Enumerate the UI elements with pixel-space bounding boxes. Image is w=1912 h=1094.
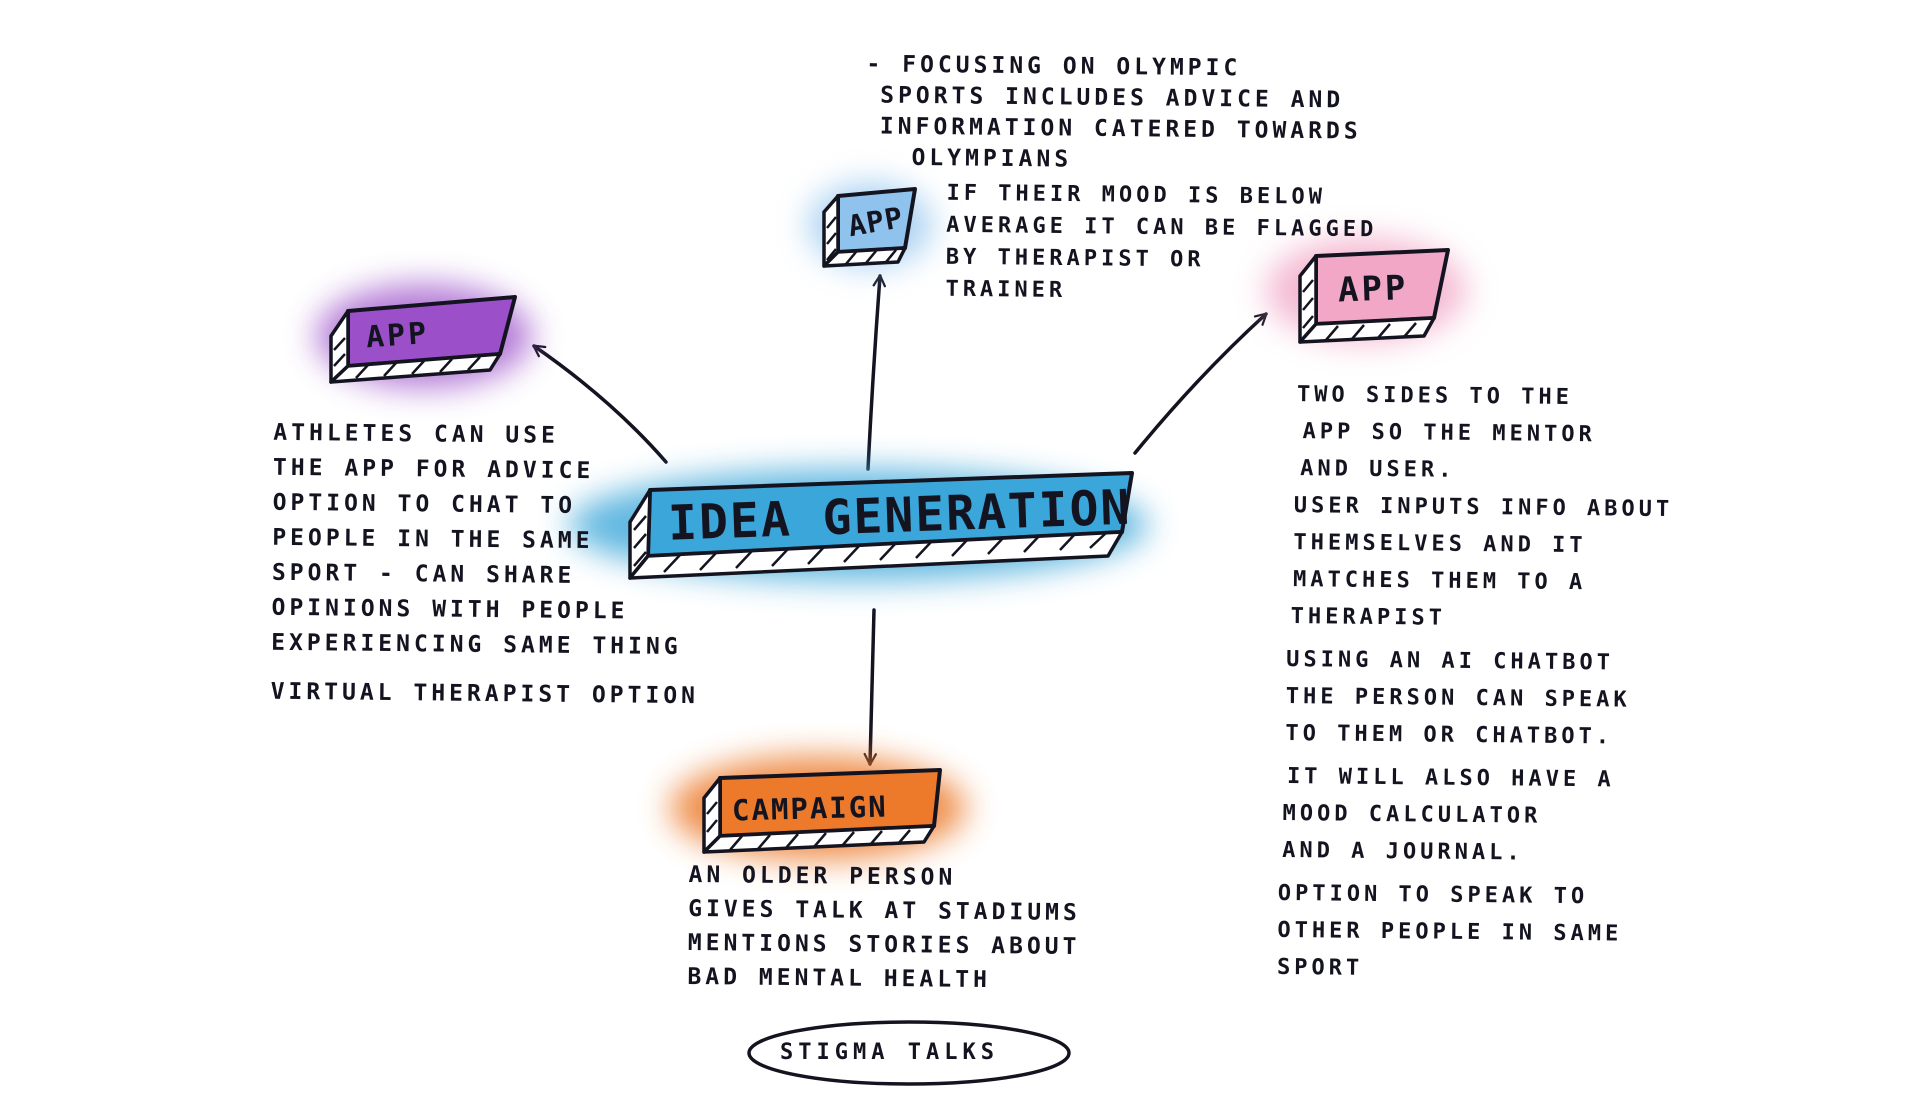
note-line: VIRTUAL THERAPIST OPTION [270,678,700,710]
note-line: SPORTS INCLUDES ADVICE AND [880,82,1345,114]
note-line: AND A JOURNAL. [1282,837,1524,866]
note-line: OLYMPIANS [911,144,1073,173]
note-line: THEMSELVES AND IT [1293,530,1587,559]
note-left: ATHLETES CAN USE THE APP FOR ADVICE OPTI… [270,416,701,714]
note-line: SPORT [1276,954,1364,981]
note-line: USER INPUTS INFO ABOUT [1293,493,1674,523]
note-line: THE PERSON CAN SPEAK [1285,684,1631,713]
note-line: OPTION TO CHAT TO [272,489,577,519]
note-line: TO THEM OR CHATBOT. [1285,721,1614,750]
note-line: BY THERAPIST OR [945,244,1205,273]
note-line: APP SO THE MENTOR [1302,419,1596,448]
stigma-talks-ellipse [747,1020,1071,1086]
note-line: IF THEIR MOOD IS BELOW [946,180,1327,210]
note-line: AVERAGE IT CAN BE FLAGGED [946,212,1378,243]
note-line: GIVES TALK AT STADIUMS [688,895,1081,927]
app-top-node: APP [808,183,932,268]
note-line: AND USER. [1300,456,1456,483]
note-top-b: IF THEIR MOOD IS BELOW AVERAGE IT CAN BE… [945,178,1377,311]
app-right-box-bottom [1298,316,1436,344]
connector-to-app-top [866,274,886,471]
stigma-talks-label: STIGMA TALKS [780,1040,999,1065]
app-left-box-bottom [329,352,502,384]
center-hatching [633,515,1107,573]
note-line: MOOD CALCULATOR [1282,800,1542,829]
note-line: SPORT - CAN SHARE [271,559,576,589]
note-top-a: - FOCUSING ON OLYMPIC SPORTS INCLUDES AD… [865,49,1362,178]
connector-to-app-right [1133,312,1268,455]
campaign-node: CAMPAIGN [670,756,966,860]
note-line: BAD MENTAL HEALTH [687,963,992,994]
note-line: PEOPLE IN THE SAME [272,524,594,555]
app-right-label: APP [1337,268,1409,310]
connector-to-campaign [863,608,877,766]
note-line: OPTION TO SPEAK TO [1277,880,1589,910]
note-line: AN OLDER PERSON [688,861,957,891]
note-line: MENTIONS STORIES ABOUT [687,929,1081,961]
center-node: IDEA GENERATION [568,469,1148,581]
note-line: - FOCUSING ON OLYMPIC [866,51,1242,82]
app-right-hatching [1302,279,1417,341]
connector-to-app-left [532,344,668,464]
note-line: OTHER PEOPLE IN SAME [1277,917,1623,947]
app-top-hatching [826,216,897,265]
app-left-label: APP [365,316,430,355]
note-line: OPINIONS WITH PEOPLE [271,594,629,625]
app-top-box-bottom [822,246,907,268]
note-line: USING AN AI CHATBOT [1286,647,1615,676]
app-left-hatching [333,337,481,379]
note-line: ATHLETES CAN USE [273,419,560,449]
connectors [532,274,1268,766]
campaign-hatching [706,801,911,851]
app-right-node: APP [1266,238,1466,344]
note-right: TWO SIDES TO THE APP SO THE MENTOR AND U… [1277,376,1675,990]
note-line: INFORMATION CATERED TOWARDS [879,113,1362,145]
note-line: IT WILL ALSO HAVE A [1286,764,1615,793]
note-line: THERAPIST [1290,604,1447,631]
note-line: TWO SIDES TO THE [1296,382,1574,411]
note-bottom: AN OLDER PERSON GIVES TALK AT STADIUMS M… [687,858,1081,998]
app-left-node: APP [316,284,532,388]
campaign-label: CAMPAIGN [732,789,889,827]
note-line: TRAINER [945,276,1067,304]
note-line: MATCHES THEM TO A [1292,567,1587,596]
note-line: THE APP FOR ADVICE [272,454,595,485]
note-line: EXPERIENCING SAME THING [271,629,682,661]
stigma-talks: STIGMA TALKS [747,1020,1071,1086]
